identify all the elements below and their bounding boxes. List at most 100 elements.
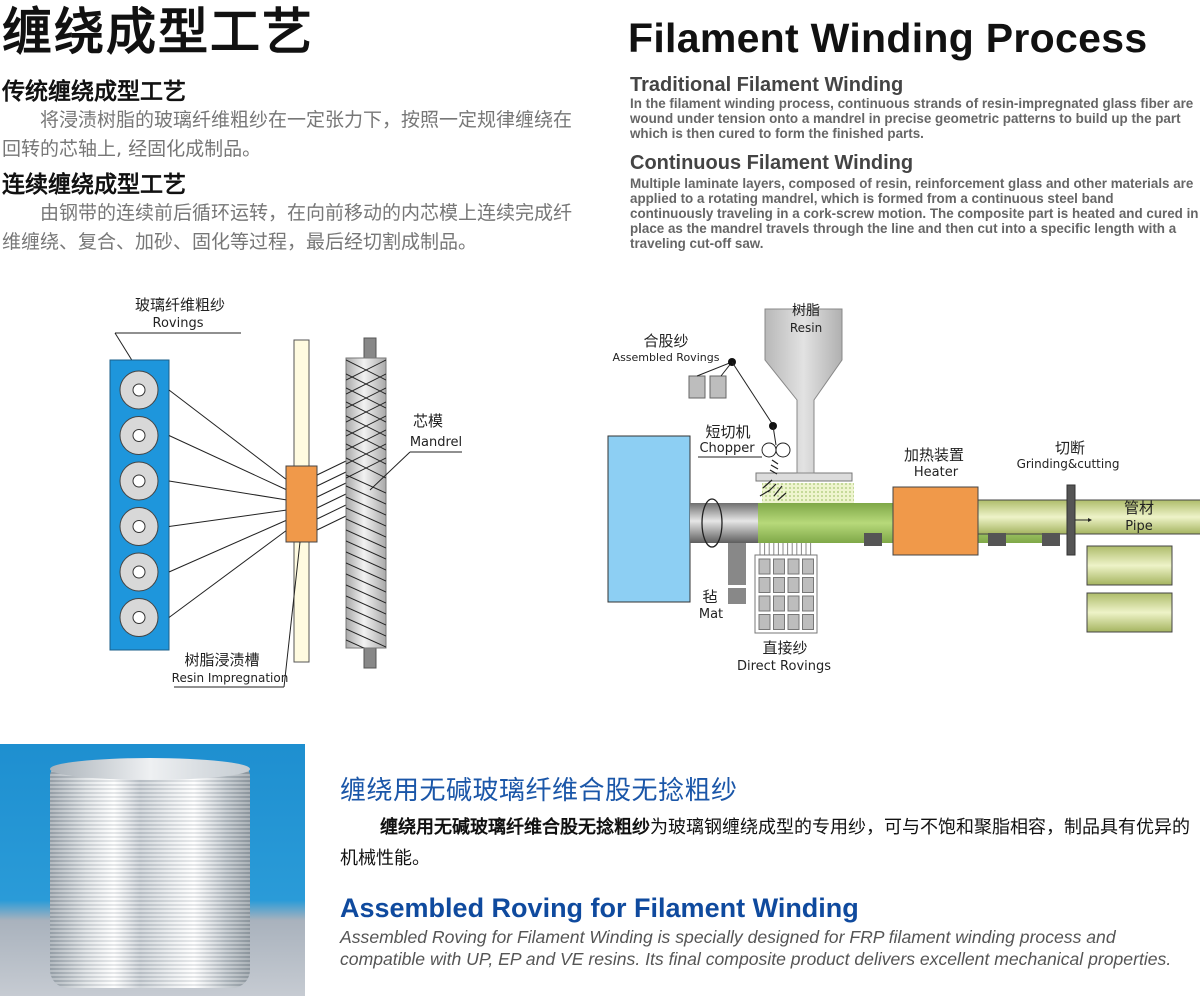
product-en-heading: Assembled Roving for Filament Winding: [340, 893, 859, 923]
winding-helix: [346, 551, 386, 571]
spool-core: [132, 429, 146, 442]
roving-strands: [168, 389, 347, 618]
roving-feed-line: [772, 425, 777, 446]
winding-helix: [346, 573, 386, 593]
winding-crosshatch: [346, 415, 386, 437]
support-roller: [864, 533, 882, 546]
pipe-product: [1086, 545, 1173, 586]
pipe-label-cn: 管材: [1124, 499, 1154, 517]
winding-helix: [346, 540, 386, 560]
winding-crosshatch: [346, 429, 386, 451]
spool-core: [132, 565, 146, 579]
chopper-roller: [775, 442, 791, 458]
roving-strand: [168, 519, 288, 573]
pipe-product: [1086, 592, 1173, 633]
chopper-roller: [761, 442, 777, 458]
mat-label-cn: 毡: [702, 588, 717, 606]
arrow-head-icon: [1088, 518, 1092, 522]
cutting-label-en: Grinding&cutting: [1017, 457, 1120, 471]
resin-impregnation-label-cn: 树脂浸渍槽: [184, 651, 259, 669]
direct-roving-strands: [759, 543, 812, 555]
roving-spools: [119, 370, 159, 637]
direct-roving-package: [787, 595, 800, 612]
winding-helix: [346, 485, 386, 505]
cn-traditional-text: 将浸渍树脂的玻璃纤维粗纱在一定张力下，按照一定规律缠绕在回转的芯轴上, 经固化成…: [2, 109, 573, 160]
cn-traditional-heading: 传统缠绕成型工艺: [2, 79, 186, 105]
mat-roll: [728, 588, 746, 604]
winding-crosshatch: [346, 359, 386, 381]
winding-helix: [346, 529, 386, 549]
winding-helix: [346, 496, 386, 516]
spool-core: [132, 474, 146, 488]
direct-roving-package: [802, 558, 814, 575]
direct-roving-package: [773, 595, 785, 612]
assembled-rovings-label-cn: 合股纱: [643, 332, 688, 350]
roving-strand: [168, 389, 288, 481]
resin-label-cn: 树脂: [792, 303, 820, 319]
en-traditional-text: In the filament winding process, continu…: [630, 96, 1194, 141]
winding-helix: [346, 595, 386, 615]
mandrel-shaft-bottom: [363, 645, 377, 669]
en-continuous-heading: Continuous Filament Winding: [630, 152, 914, 174]
direct-roving-package: [802, 577, 814, 593]
assembled-roving-package: [709, 375, 727, 399]
resin-layer: [762, 483, 854, 503]
winding-helix: [346, 584, 386, 604]
chopped-strands: [759, 459, 787, 501]
winding-helix: [346, 474, 386, 494]
roving-strand: [168, 529, 288, 618]
direct-roving-package: [787, 558, 800, 575]
product-cn-text: 缠绕用无碱玻璃纤维合股无捻粗纱为玻璃钢缠绕成型的专用纱，可与不饱和聚脂相容，制品…: [340, 812, 1200, 874]
rovings-leader-line: [114, 332, 134, 363]
roving-spool-image: [50, 766, 250, 988]
winding-helix: [346, 606, 386, 626]
winding-helix: [346, 562, 386, 582]
cured-pipe: [977, 499, 1200, 535]
direct-rovings-label-en: Direct Rovings: [737, 659, 831, 674]
heater-label-en: Heater: [914, 465, 959, 480]
cutting-label-cn: 切断: [1055, 439, 1085, 457]
impregnated-strand: [316, 493, 347, 509]
mandrel-label-cn: 芯模: [413, 412, 443, 430]
impregnated-strand: [316, 482, 347, 498]
impregnated-strand: [316, 515, 347, 531]
mandrel-leader-line: [369, 451, 411, 491]
winding-machine: [607, 435, 691, 603]
direct-roving-package: [758, 577, 771, 593]
roving-feed-line: [696, 360, 734, 377]
rovings-label-en: Rovings: [153, 316, 204, 331]
spool-core: [132, 383, 146, 397]
roving-strand: [168, 435, 288, 491]
assembled-rovings-label-en: Assembled Rovings: [613, 351, 720, 364]
product-cn-text-bold: 缠绕用无碱玻璃纤维合股无捻粗纱: [380, 817, 650, 838]
assembled-roving-package: [688, 375, 706, 399]
winding-crosshatch: [346, 443, 386, 465]
winding-helix: [346, 639, 365, 648]
product-photo: [0, 744, 305, 996]
support-roller: [1042, 533, 1060, 546]
direct-rovings-label-cn: 直接纱: [762, 639, 807, 657]
traditional-winding-diagram: 玻璃纤维粗纱 Rovings 芯模 Mandrel 树脂浸渍槽 Resin Im…: [109, 296, 462, 688]
direct-roving-package: [802, 595, 814, 612]
chopper-label-cn: 短切机: [705, 423, 750, 441]
roving-strand: [168, 509, 288, 527]
resin-hopper: [764, 308, 843, 474]
direct-roving-package: [773, 558, 785, 575]
roving-strand: [168, 480, 288, 501]
rovings-label-cn: 玻璃纤维粗纱: [135, 296, 225, 314]
impregnated-strand: [316, 504, 347, 520]
en-continuous-text: Multiple laminate layers, composed of re…: [630, 176, 1199, 251]
direct-roving-package: [787, 614, 800, 630]
mandrel-windings: [346, 359, 386, 648]
winding-crosshatch: [346, 387, 386, 409]
winding-helix: [346, 617, 386, 637]
resin-bath: [285, 465, 318, 543]
continuous-winding-diagram: 树脂 Resin 合股纱 Assembled Rovings 短切机 Chopp…: [607, 303, 1200, 674]
mat-feed: [728, 543, 746, 585]
cn-continuous-heading: 连续缠绕成型工艺: [2, 172, 186, 198]
support-roller: [988, 533, 1006, 546]
direct-roving-package: [758, 558, 771, 575]
heater: [892, 486, 979, 556]
steel-band-mandrel: [690, 503, 760, 543]
direct-roving-package: [787, 577, 800, 593]
